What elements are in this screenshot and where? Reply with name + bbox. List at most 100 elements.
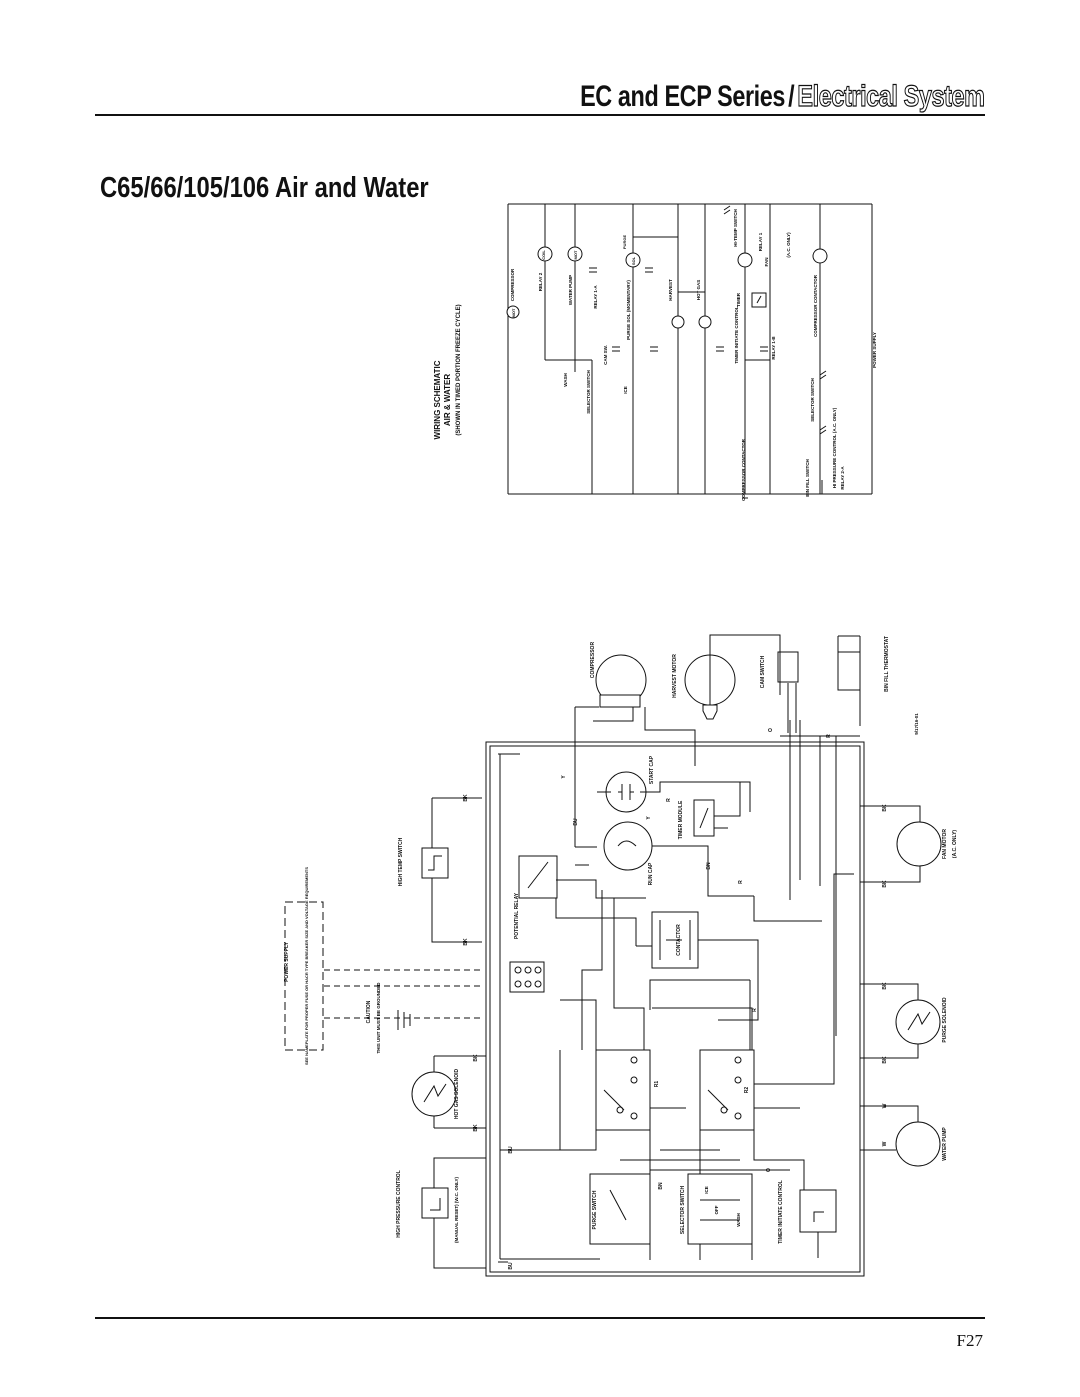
wire-tag-bk-7: BK [882,982,888,990]
run-cap-label: RUN CAP [648,862,654,885]
schematic-timer-initiate-label: TIMER INITIATE CONTROL [734,306,739,363]
cam-switch-box [777,651,799,683]
section-name: Electrical System [797,79,986,113]
water-pump-label: WATER PUMP [942,1127,948,1161]
schematic-cam-sw-label: CAM SW. [603,345,608,365]
selector-off-label: OFF [714,1205,719,1214]
page-title: C65/66/105/106 Air and Water [100,172,429,204]
schematic-selector-label: SELECTOR SWITCH [586,370,591,413]
schematic-relay2-label: RELAY 2 [538,272,543,291]
run-cap-symbol [603,821,653,871]
schematic-ac-only-label: (A.C. ONLY) [786,232,791,258]
wire-tag-bn-2: BN [658,1182,664,1190]
schematic-timer-label: TIMER [736,292,741,307]
wire-tag-r-2: R [738,880,744,884]
schematic-relay-1a-label: RELAY 1-A [593,285,598,309]
high-pressure-control-label: HIGH PRESSURE CONTROL [396,1170,402,1238]
wire-tag-bn-1: BN [706,862,712,870]
bin-fill-thermostat-box [837,651,861,691]
schematic-power-supply: POWER SUPPLY [872,332,877,368]
header-separator: / [788,80,796,113]
series-name: EC and ECP Series [580,80,786,113]
schematic-relay-2a-label: RELAY 2-A [840,466,845,490]
wire-tag-bk-2: BK [463,938,469,946]
bin-fill-thermostat-label: BIN FILL THERMOSTAT [884,636,890,692]
schematic-harvest-label: HARVEST [668,279,673,301]
nameplate-note: SEE NAMEPLATE FOR PROPER FUSE OR HACR TY… [304,867,309,1065]
wire-tag-r-1: R [666,798,672,802]
wire-tag-bk-3: BK [473,1054,479,1062]
relay-r2-label: R2 [744,1087,750,1094]
schematic-relay-1b-label: RELAY 1-B [771,336,776,360]
selector-switch-box [687,1173,753,1245]
wire-tag-y-2: Y [646,816,652,820]
schematic-selector-ice-label: SELECTOR SWITCH [810,378,815,421]
schematic-ice-label: ICE [623,386,628,394]
water-pump-symbol [895,1121,941,1167]
purge-solenoid-label: PURGE SOLENOID [942,997,948,1043]
schematic-fan-label: FAN [764,258,769,267]
high-temp-switch-box [421,847,449,879]
fan-motor-symbol [896,821,942,867]
relay-r1-label: R1 [654,1081,660,1088]
relay-r1-box [595,1049,651,1131]
wire-tag-bk-1: BK [463,794,469,802]
wire-tag-y-1: Y [561,775,567,779]
selector-switch-label: SELECTOR SWITCH [680,1185,686,1234]
schematic-sol-label: SOL [631,256,636,265]
section-header: EC and ECP Series/Electrical System [580,79,986,114]
purge-solenoid-symbol [895,999,941,1045]
schematic-hi-pressure-label: HI PRESSURE CONTROL (A.C. ONLY) [832,407,837,488]
wire-tag-bk-5: BK [882,804,888,812]
timer-initiate-control-box [799,1189,837,1233]
schematic-hot-gas-label: HOT GAS [696,280,701,301]
schematic-wash-label: WASH [563,373,568,387]
schematic-subheading: AIR & WATER [443,374,452,427]
schematic-purge-sol-label: PURGE SOL (MOMENTARY) [626,280,631,340]
schematic-relay1-label: RELAY 1 [758,232,763,251]
terminal-block [509,961,545,993]
wire-tag-r-4: R [826,734,832,738]
wire-tag-bk-4: BK [473,1124,479,1132]
schematic-compressor-label: COMPRESSOR [510,268,515,301]
schematic-contactor-coil-label: COMPRESSOR CONTACTOR [741,438,746,501]
hot-gas-solenoid-symbol [411,1071,457,1117]
schematic-hi-temp-label: HI-TEMP SWITCH [733,209,738,246]
selector-ice-label: ICE [704,1186,709,1194]
wiring-diagram [284,634,942,1277]
wire-tag-r-3: R [752,1008,758,1012]
caution-label: CAUTION [366,1000,372,1023]
high-temp-switch-label: HIGH TEMP SWITCH [398,837,404,886]
wiring-schematic: WIRING SCHEMATIC AIR & WATER (SHOWN IN T… [433,203,877,501]
schematic-bin-fill-label: BIN FILL SWITCH [805,459,810,496]
selector-wash-label: WASH [736,1213,741,1227]
schematic-compressor-contactor-label: COMPRESSOR CONTACTOR [813,274,818,337]
timer-module-label: TIMER MODULE [678,800,684,839]
wire-tag-bu-3: BU [508,1262,514,1270]
schematic-mot-label: MOT [511,308,516,317]
high-pressure-note: (MANUAL RESET) (W.C. ONLY) [454,1176,459,1243]
power-supply-label: POWER SUPPLY [284,941,290,981]
fan-motor-note: (A.C. ONLY) [952,830,958,858]
hot-gas-solenoid-label: HOT GAS SOLENOID [454,1068,460,1119]
high-pressure-control-box [421,1187,449,1219]
harvest-motor-label: HARVEST MOTOR [672,654,678,698]
relay-r2-box [699,1049,755,1131]
schematic-purge-label: PURGE [622,235,627,250]
schematic-water-pump-label: WATER PUMP [568,275,573,305]
drawing-number: 9/17/16-01 [914,713,919,735]
fan-motor-label: FAN MOTOR [942,829,948,859]
wire-tag-o-1: O [768,728,774,732]
contactor-label: CONTACTOR [676,924,682,956]
wire-tag-bk-6: BK [882,880,888,888]
wire-tag-bu-2: BU [508,1146,514,1154]
compressor-label: COMPRESSOR [590,642,596,679]
header-rule [95,114,985,116]
purge-switch-label: PURGE SWITCH [592,1190,598,1229]
schematic-coil-label: COIL [541,250,546,260]
start-cap-label: START CAP [649,755,655,784]
wire-tag-w-1: W [882,1103,888,1108]
schematic-water-pump-mot: MOT [573,250,578,259]
schematic-note: (SHOWN IN TIMED PORTION FREEZE CYCLE) [456,304,462,435]
